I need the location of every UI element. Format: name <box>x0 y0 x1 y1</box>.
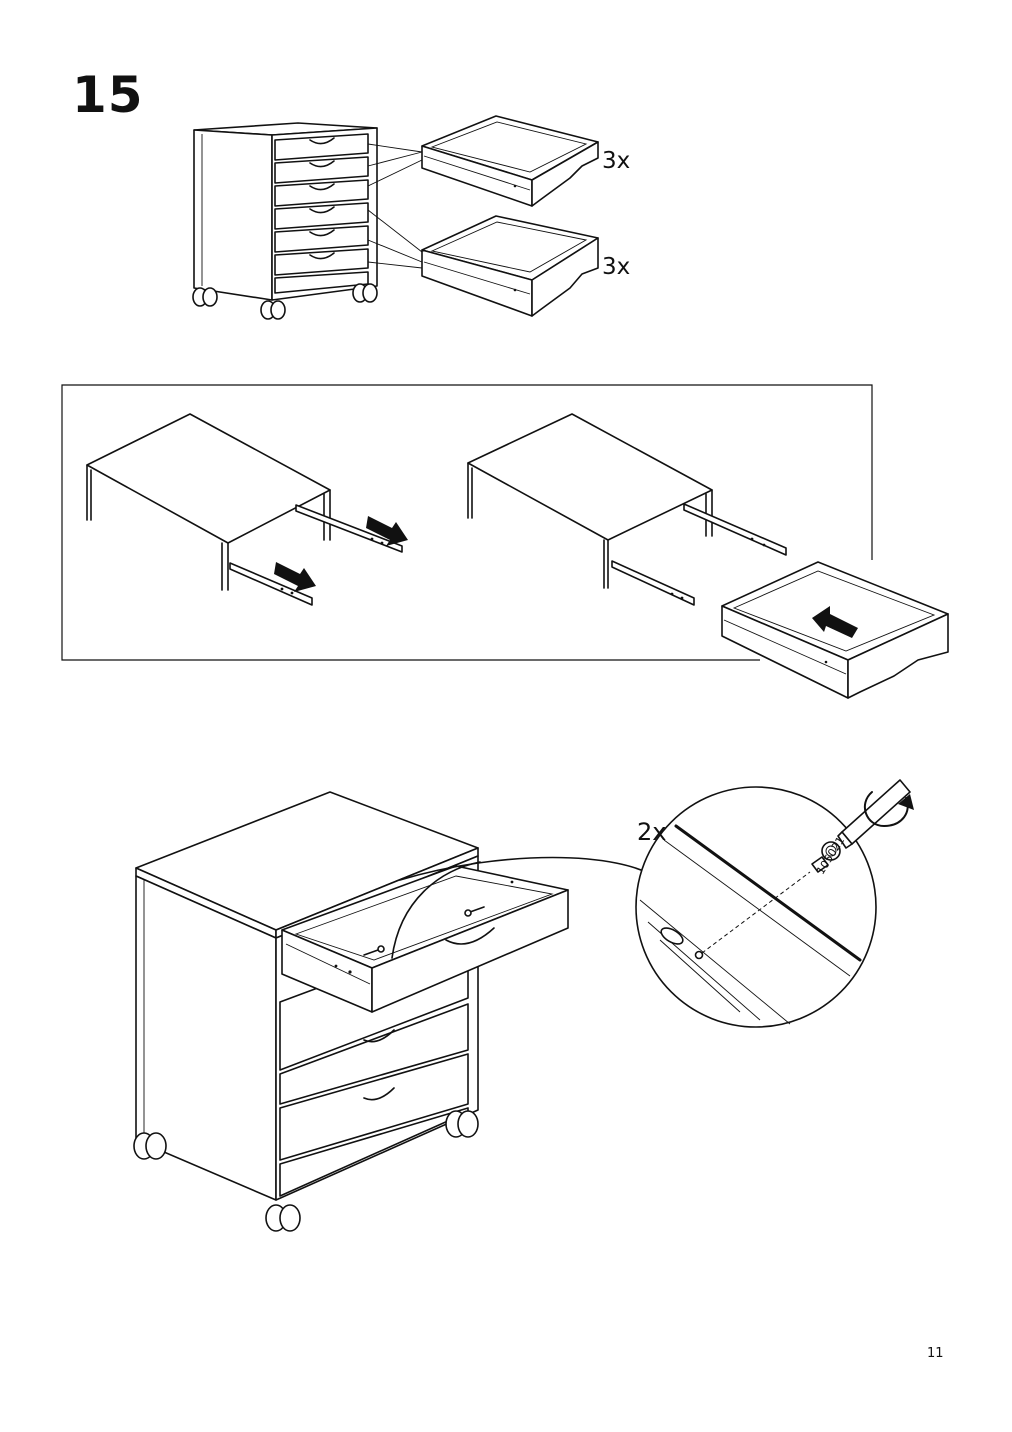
cabinet-overview <box>192 122 423 320</box>
drawer-fronts <box>274 133 369 294</box>
detail-magnifier <box>635 779 914 1028</box>
drawer-deep <box>421 215 599 317</box>
screw-icon <box>464 906 485 917</box>
step-number: 15 <box>72 66 144 124</box>
arrow-left-icon <box>812 606 858 638</box>
arrow-right-icon <box>366 516 408 546</box>
drawer-shallow <box>421 115 599 207</box>
caster-wheels <box>192 283 378 320</box>
drawer-quantity-deep: 3x <box>602 254 631 280</box>
drawer-quantity-shallow: 3x <box>602 148 631 174</box>
frame-with-rails <box>86 413 408 606</box>
screw-quantity: 2x <box>637 818 667 846</box>
cabinet-detail <box>133 791 661 1232</box>
frame-with-drawer <box>467 413 949 699</box>
caster-wheels <box>133 1110 479 1232</box>
screw-icon <box>811 841 841 873</box>
page-number: 11 <box>927 1346 944 1361</box>
arrow-right-icon <box>274 562 316 592</box>
screw-icon <box>363 945 385 956</box>
rail-installation-panel <box>61 384 949 699</box>
screwdriver-icon <box>837 779 911 849</box>
rotate-clockwise-icon <box>863 791 914 827</box>
